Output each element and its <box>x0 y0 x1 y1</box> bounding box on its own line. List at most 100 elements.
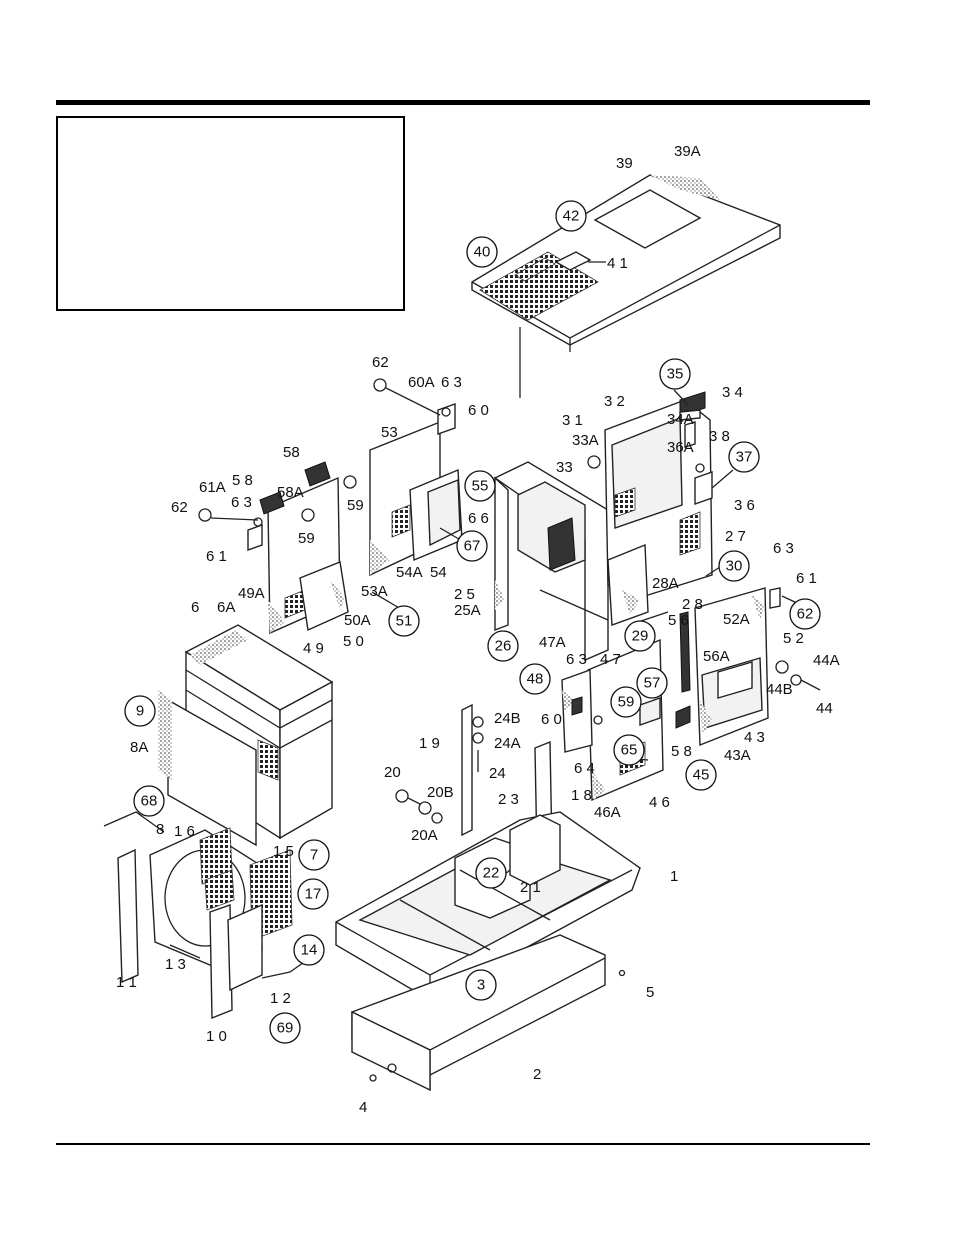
part-label: 6 1 <box>796 570 817 587</box>
part-label: 2 7 <box>725 528 746 545</box>
center-frame <box>493 461 609 662</box>
part-label: 4 6 <box>649 794 670 811</box>
right-panel-52 <box>679 587 821 747</box>
callout-number: 69 <box>277 1020 294 1037</box>
callout-circle <box>624 620 656 652</box>
part-label: 1 5 <box>273 843 294 860</box>
part-callout: 65 <box>613 734 645 766</box>
part-label: 3 8 <box>709 428 730 445</box>
callout-circle <box>789 598 821 630</box>
part-label: 6 4 <box>574 760 595 777</box>
part-label: 50A <box>344 612 371 629</box>
callout-circle <box>464 470 496 502</box>
part-label: 3 4 <box>722 384 743 401</box>
bottom-rule <box>56 1143 870 1145</box>
callout-number: 37 <box>736 449 753 466</box>
part-callout: 51 <box>388 605 420 637</box>
callout-number: 9 <box>136 703 144 720</box>
part-label: 1 3 <box>165 956 186 973</box>
part-callout: 22 <box>475 857 507 889</box>
part-label: 6 3 <box>441 374 462 391</box>
callout-circle <box>555 200 587 232</box>
side-panel-49 <box>198 461 357 635</box>
part-label: 8 <box>156 821 164 838</box>
callout-number: 7 <box>310 847 318 864</box>
part-label: 44A <box>813 652 840 669</box>
part-label: 6A <box>217 599 235 616</box>
part-label: 53 <box>381 424 398 441</box>
callout-circle <box>466 236 498 268</box>
housing-6 <box>158 624 334 847</box>
part-callout: 69 <box>269 1012 301 1044</box>
callout-number: 57 <box>644 675 661 692</box>
part-label: 6 <box>191 599 199 616</box>
part-callout: 42 <box>555 200 587 232</box>
part-label: 53A <box>361 583 388 600</box>
part-label: 25A <box>454 602 481 619</box>
callout-number: 62 <box>797 606 814 623</box>
callout-number: 68 <box>141 793 158 810</box>
callout-number: 35 <box>667 366 684 383</box>
part-label: 58A <box>277 484 304 501</box>
part-callout: 7 <box>298 839 330 871</box>
part-label: 54A <box>396 564 423 581</box>
part-callout: 35 <box>659 358 691 390</box>
callout-circle <box>487 630 519 662</box>
part-label: 47A <box>539 634 566 651</box>
part-label: 2 1 <box>520 879 541 896</box>
callout-number: 22 <box>483 865 500 882</box>
callout-circle <box>636 667 668 699</box>
part-label: 4 <box>359 1099 367 1116</box>
top-rule <box>56 100 870 105</box>
part-label: 20B <box>427 784 454 801</box>
part-label: 2 8 <box>682 596 703 613</box>
callout-circle <box>610 686 642 718</box>
part-label: 5 8 <box>671 743 692 760</box>
part-callout: 30 <box>718 550 750 582</box>
part-label: 2 3 <box>498 791 519 808</box>
part-label: 20 <box>384 764 401 781</box>
callout-circle <box>475 857 507 889</box>
part-label: 20A <box>411 827 438 844</box>
part-label: 59 <box>298 530 315 547</box>
part-label: 5 2 <box>783 630 804 647</box>
part-label: 39 <box>616 155 633 172</box>
callout-number: 65 <box>621 742 638 759</box>
part-callout: 29 <box>624 620 656 652</box>
part-label: 58 <box>283 444 300 461</box>
part-callout: 9 <box>124 695 156 727</box>
callout-circle <box>297 878 329 910</box>
part-callout: 59 <box>610 686 642 718</box>
part-label: 3 2 <box>604 393 625 410</box>
part-label: 54 <box>430 564 447 581</box>
callout-circle <box>456 530 488 562</box>
part-callout: 57 <box>636 667 668 699</box>
callout-circle <box>388 605 420 637</box>
part-label: 43A <box>724 747 751 764</box>
callout-number: 29 <box>632 628 649 645</box>
callout-number: 30 <box>726 558 743 575</box>
callout-number: 51 <box>396 613 413 630</box>
part-label: 44 <box>816 700 833 717</box>
callout-circle <box>519 663 551 695</box>
part-callout: 3 <box>465 969 497 1001</box>
callout-number: 26 <box>495 638 512 655</box>
callout-number: 14 <box>301 942 318 959</box>
callout-circle <box>124 695 156 727</box>
part-label: 1 <box>670 868 678 885</box>
callout-circle <box>718 550 750 582</box>
part-callout: 67 <box>456 530 488 562</box>
part-label: 36A <box>667 439 694 456</box>
callout-number: 59 <box>618 694 635 711</box>
callout-number: 40 <box>474 244 491 261</box>
part-label: 5 0 <box>343 633 364 650</box>
part-label: 4 1 <box>607 255 628 272</box>
part-label: 3 1 <box>562 412 583 429</box>
part-label: 62 <box>372 354 389 371</box>
part-label: 6 0 <box>468 402 489 419</box>
part-label: 4 7 <box>600 651 621 668</box>
part-label: 33 <box>556 459 573 476</box>
part-label: 2 <box>533 1066 541 1083</box>
